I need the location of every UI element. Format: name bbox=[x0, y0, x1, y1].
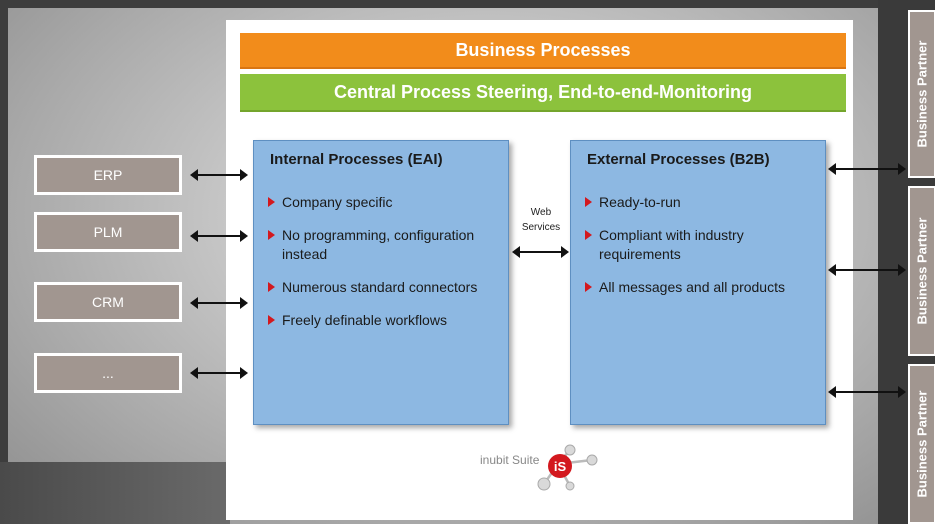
bullet-triangle-icon bbox=[268, 230, 275, 240]
arrow-external-partner-2 bbox=[828, 264, 906, 276]
internal-processes-title: Internal Processes (EAI) bbox=[270, 151, 443, 168]
business-partner-box-3: Business Partner bbox=[908, 364, 935, 524]
arrow-plm-internal bbox=[190, 230, 248, 242]
internal-processes-list: Company specific No programming, configu… bbox=[266, 193, 502, 344]
list-item: Company specific bbox=[266, 193, 502, 212]
list-item: Numerous standard connectors bbox=[266, 278, 502, 297]
arrow-erp-internal bbox=[190, 169, 248, 181]
list-item: Ready-to-run bbox=[583, 193, 819, 212]
list-item-text: Numerous standard connectors bbox=[282, 279, 478, 295]
list-item-text: No programming, configuration instead bbox=[282, 227, 475, 262]
list-item-text: Company specific bbox=[282, 194, 393, 210]
bullet-triangle-icon bbox=[268, 197, 275, 207]
business-partner-label: Business Partner bbox=[914, 40, 930, 148]
internal-processes-box: Internal Processes (EAI) Company specifi… bbox=[253, 140, 509, 425]
arrow-external-partner-3 bbox=[828, 386, 906, 398]
list-item-text: All messages and all products bbox=[599, 279, 785, 295]
system-box-erp: ERP bbox=[34, 155, 182, 195]
list-item: Freely definable workflows bbox=[266, 311, 502, 330]
system-box-crm: CRM bbox=[34, 282, 182, 322]
arrow-external-partner-1 bbox=[828, 163, 906, 175]
external-processes-title: External Processes (B2B) bbox=[587, 151, 770, 168]
arrow-crm-internal bbox=[190, 297, 248, 309]
bullet-triangle-icon bbox=[585, 230, 592, 240]
list-item-text: Ready-to-run bbox=[599, 194, 681, 210]
list-item: Compliant with industry requirements bbox=[583, 226, 819, 264]
external-processes-box: External Processes (B2B) Ready-to-run Co… bbox=[570, 140, 826, 425]
bullet-triangle-icon bbox=[585, 197, 592, 207]
bullet-triangle-icon bbox=[268, 315, 275, 325]
list-item-text: Freely definable workflows bbox=[282, 312, 447, 328]
business-partner-label: Business Partner bbox=[914, 217, 930, 325]
background-dark-band bbox=[0, 462, 230, 524]
arrow-more-internal bbox=[190, 367, 248, 379]
list-item: No programming, configuration instead bbox=[266, 226, 502, 264]
logo-badge: iS bbox=[554, 459, 567, 474]
bullet-triangle-icon bbox=[268, 282, 275, 292]
business-partner-box-1: Business Partner bbox=[908, 10, 935, 178]
list-item-text: Compliant with industry requirements bbox=[599, 227, 744, 262]
inubit-suite-logo: inubit Suite iS bbox=[480, 438, 620, 498]
web-services-label: Web Services bbox=[521, 207, 561, 233]
system-box-plm: PLM bbox=[34, 212, 182, 252]
external-processes-list: Ready-to-run Compliant with industry req… bbox=[583, 193, 819, 311]
system-box-more: ... bbox=[34, 353, 182, 393]
central-steering-bar: Central Process Steering, End-to-end-Mon… bbox=[240, 74, 846, 112]
list-item: All messages and all products bbox=[583, 278, 819, 297]
logo-text: inubit Suite bbox=[480, 453, 540, 467]
bullet-triangle-icon bbox=[585, 282, 592, 292]
molecule-logo-icon: iS bbox=[537, 444, 598, 491]
arrow-web-services bbox=[512, 246, 569, 258]
business-partner-box-2: Business Partner bbox=[908, 186, 935, 356]
business-processes-bar: Business Processes bbox=[240, 33, 846, 69]
business-partner-label: Business Partner bbox=[914, 390, 930, 498]
